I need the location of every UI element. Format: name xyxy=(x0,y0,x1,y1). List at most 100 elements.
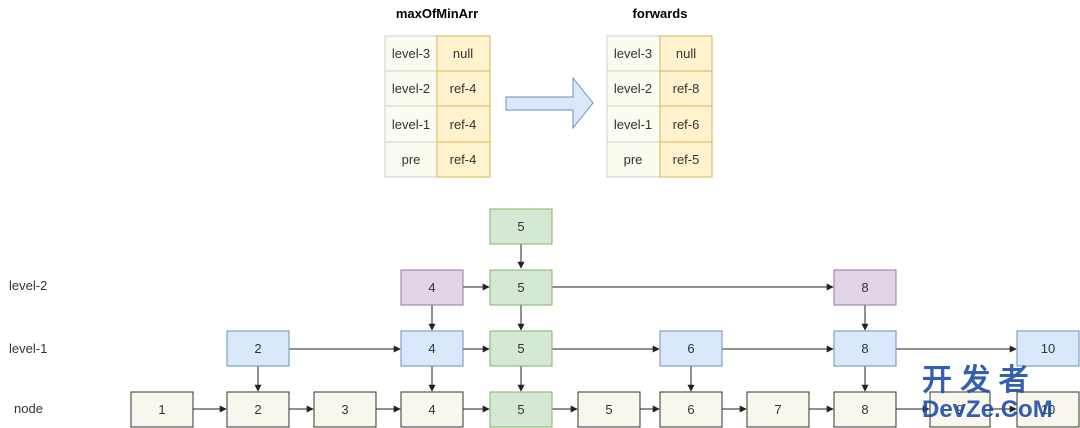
node-box xyxy=(577,391,641,428)
row-label-node: node xyxy=(14,401,43,416)
node-value: 1 xyxy=(158,402,165,417)
node-value: 5 xyxy=(517,341,524,356)
node-value: 2 xyxy=(254,402,261,417)
node-value: 3 xyxy=(341,402,348,417)
node-value: 8 xyxy=(861,341,868,356)
node-box xyxy=(226,391,290,428)
node-value: 8 xyxy=(861,402,868,417)
node-level2: 5 xyxy=(489,269,553,306)
node-new-top: 5 xyxy=(489,208,553,245)
table-value-cell xyxy=(436,70,491,107)
table-row: level-2 ref-8 xyxy=(606,70,713,107)
node-box xyxy=(489,330,553,367)
table-value-text: ref-8 xyxy=(673,81,700,96)
node-value: 10 xyxy=(1041,341,1055,356)
table-key-text: level-2 xyxy=(392,81,430,96)
node-value: 8 xyxy=(861,280,868,295)
node-base: 6 xyxy=(659,391,723,428)
table-value-text: ref-4 xyxy=(450,117,477,132)
node-box xyxy=(833,330,897,367)
row-label-level-1: level-1 xyxy=(9,341,47,356)
node-box xyxy=(1016,391,1080,428)
watermark: 开 发 者 DevZe.CoM xyxy=(922,364,1053,423)
node-level1: 5 xyxy=(489,330,553,367)
table-value-text: null xyxy=(676,46,696,61)
node-value: 4 xyxy=(428,402,435,417)
node-box xyxy=(226,330,290,367)
table-key-cell xyxy=(384,35,438,72)
table-value-text: ref-4 xyxy=(450,152,477,167)
table-value-text: ref-6 xyxy=(673,117,700,132)
table-value-text: ref-4 xyxy=(450,81,477,96)
node-box xyxy=(1016,330,1080,367)
base-nodes: 1 2 3 4 5 5 6 7 xyxy=(130,391,1080,428)
node-base: 10 xyxy=(1016,391,1080,428)
node-box xyxy=(400,391,464,428)
node-value: 2 xyxy=(254,341,261,356)
node-base: 8 xyxy=(833,391,897,428)
node-value: 5 xyxy=(517,280,524,295)
connections xyxy=(192,244,1017,413)
table-value-cell xyxy=(659,141,713,178)
watermark-line2: DevZe.CoM xyxy=(922,396,1053,423)
node-value: 5 xyxy=(517,402,524,417)
node-level1: 2 xyxy=(226,330,290,367)
node-box xyxy=(489,391,553,428)
table-row: level-3 null xyxy=(606,35,713,72)
table-value-text: ref-5 xyxy=(673,152,700,167)
table-key-cell xyxy=(384,141,438,178)
node-box xyxy=(489,208,553,245)
node-box xyxy=(313,391,377,428)
node-level1: 8 xyxy=(833,330,897,367)
forwards-table: forwards level-3 null level-2 ref-8 leve… xyxy=(606,6,713,178)
table-key-text: level-1 xyxy=(392,117,430,132)
table-row: level-1 ref-6 xyxy=(606,105,713,143)
node-base: 5 xyxy=(489,391,553,428)
node-base: 4 xyxy=(400,391,464,428)
node-box xyxy=(833,391,897,428)
table-row: pre ref-5 xyxy=(606,141,713,178)
transform-arrow xyxy=(505,76,594,130)
table-key-text: level-3 xyxy=(614,46,652,61)
table-value-cell xyxy=(659,105,713,143)
table-key-text: level-1 xyxy=(614,117,652,132)
table-row: level-1 ref-4 xyxy=(384,105,491,143)
node-box xyxy=(833,269,897,306)
node-box xyxy=(659,330,723,367)
table-key-text: level-3 xyxy=(392,46,430,61)
node-value: 6 xyxy=(687,402,694,417)
maxofminarr-table: maxOfMinArr level-3 null level-2 ref-4 l… xyxy=(384,6,491,178)
table-value-cell xyxy=(659,35,713,72)
node-level2: 8 xyxy=(833,269,897,306)
node-level2: 4 xyxy=(400,269,464,306)
node-base: 1 xyxy=(130,391,194,428)
node-box xyxy=(130,391,194,428)
node-value: 7 xyxy=(774,402,781,417)
table-value-cell xyxy=(436,141,491,178)
table-row: level-3 null xyxy=(384,35,491,72)
table-key-text: pre xyxy=(402,152,421,167)
table-key-text: pre xyxy=(624,152,643,167)
node-value: 9 xyxy=(956,402,963,417)
table-row: pre ref-4 xyxy=(384,141,491,178)
node-box xyxy=(489,269,553,306)
table-row: level-2 ref-4 xyxy=(384,70,491,107)
node-box xyxy=(746,391,810,428)
node-level1: 4 xyxy=(400,330,464,367)
node-box xyxy=(400,330,464,367)
node-box xyxy=(659,391,723,428)
maxofminarr-title: maxOfMinArr xyxy=(396,6,478,21)
node-box xyxy=(929,391,991,428)
level-1-nodes: 2 4 5 6 8 10 xyxy=(226,330,1080,367)
node-value: 4 xyxy=(428,280,435,295)
row-label-level-2: level-2 xyxy=(9,278,47,293)
node-base: 7 xyxy=(746,391,810,428)
table-value-cell xyxy=(436,105,491,143)
level-2-nodes: 4 5 8 xyxy=(400,269,897,306)
node-value: 4 xyxy=(428,341,435,356)
node-value: 5 xyxy=(517,219,524,234)
node-value: 6 xyxy=(687,341,694,356)
table-key-text: level-2 xyxy=(614,81,652,96)
